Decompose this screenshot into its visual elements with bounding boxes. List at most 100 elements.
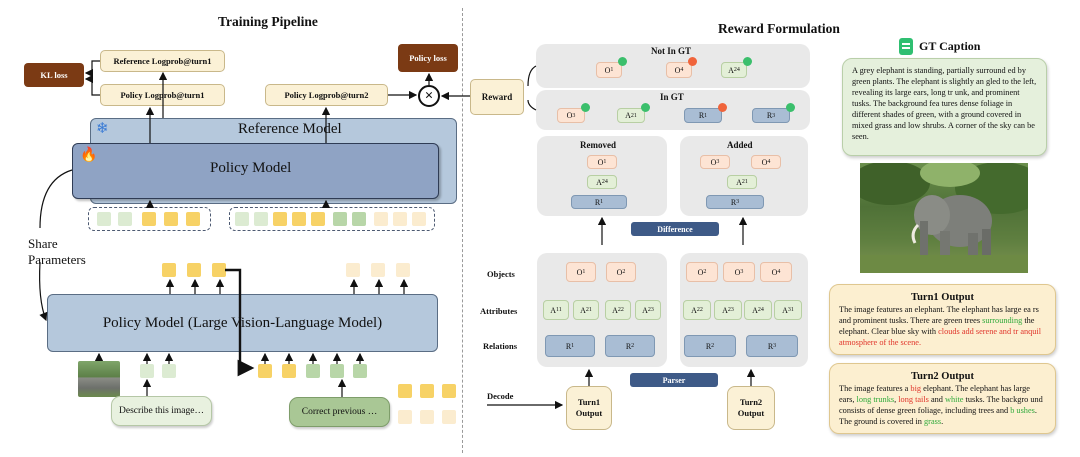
- chip-subscript: 3: [736, 199, 740, 205]
- chip-letter: A: [722, 305, 728, 315]
- token: [282, 364, 296, 378]
- elephant-thumbnail: [78, 361, 120, 397]
- chip-subscript: 2: [703, 269, 707, 275]
- token: [273, 212, 287, 226]
- token: [254, 212, 268, 226]
- removed-label: Removed: [580, 140, 616, 150]
- parser-box: Parser: [630, 373, 718, 387]
- turn1-output-card: Turn1 Output The image features an eleph…: [829, 284, 1056, 355]
- chip-subscript: 3: [572, 112, 576, 119]
- chip-subscript: 21: [630, 112, 637, 119]
- row-label-attributes: Attributes: [480, 306, 518, 316]
- chip-letter: A: [782, 305, 788, 315]
- chip-letter: A: [625, 111, 631, 120]
- chip-letter: O: [710, 157, 717, 167]
- reward-box: Reward: [470, 79, 524, 115]
- turn1-text: the elephant. Clear blue sky with: [839, 316, 1035, 336]
- policy-model-label: Policy Model: [210, 160, 292, 176]
- token: [164, 212, 178, 226]
- difference-box: Difference: [631, 222, 719, 236]
- reference-model-label: Reference Model: [238, 121, 342, 137]
- token: [396, 263, 410, 277]
- chip-letter: R: [766, 111, 773, 120]
- kl-loss-box: KL loss: [24, 63, 84, 87]
- chip-letter: R: [730, 197, 737, 207]
- chip-letter: O: [616, 267, 623, 277]
- chip-subscript: 2: [711, 343, 715, 349]
- chip-letter: R: [705, 341, 712, 351]
- chip-subscript: 1: [704, 112, 708, 119]
- chip-subscript: 21: [585, 307, 592, 313]
- token: [346, 263, 360, 277]
- sad-face-icon: [718, 103, 727, 112]
- token: [420, 410, 434, 424]
- token: [353, 364, 367, 378]
- added-label: Added: [727, 140, 753, 150]
- chip-letter: A: [550, 305, 556, 315]
- chip-subscript: 4: [680, 67, 684, 73]
- token: [442, 410, 456, 424]
- chip-subscript: 21: [741, 179, 748, 185]
- turn2-highlight: white: [945, 395, 964, 404]
- gt-caption-icon: [899, 38, 913, 55]
- chip-subscript: 3: [772, 112, 776, 119]
- chip-letter: O: [771, 267, 778, 277]
- policy-logprob-turn2-box: Policy Logprob@turn2: [265, 84, 388, 106]
- chip-subscript: 2: [622, 269, 626, 275]
- chip-subscript: 24: [733, 67, 740, 73]
- token: [162, 263, 176, 277]
- token: [97, 212, 111, 226]
- chip-subscript: 24: [757, 307, 764, 313]
- policy-loss-box: Policy loss: [398, 44, 458, 72]
- chip-letter: A: [728, 65, 734, 75]
- policy-model-box: [72, 143, 439, 199]
- reference-logprob-box: Reference Logprob@turn1: [100, 50, 225, 72]
- token: [118, 212, 132, 226]
- chip-subscript: 4: [767, 159, 771, 165]
- gt-caption-text: A grey elephant is standing, partially s…: [852, 66, 1037, 141]
- token: [292, 212, 306, 226]
- happy-face-icon: [641, 103, 650, 112]
- elephant-photo: [860, 163, 1028, 273]
- chip-letter: A: [612, 305, 618, 315]
- chip-letter: R: [625, 341, 632, 351]
- happy-face-icon: [618, 57, 627, 66]
- chip-letter: R: [698, 111, 705, 120]
- decode-label: Decode: [487, 391, 514, 401]
- chip-letter: O: [697, 267, 704, 277]
- token: [187, 263, 201, 277]
- turn1-highlight: clouds add serene and tr anquil atmosphe…: [839, 327, 1042, 347]
- happy-face-icon: [786, 103, 795, 112]
- turn2-text: elephant. The elephant has large ears,: [839, 384, 1030, 404]
- in-gt-label: In GT: [660, 92, 684, 102]
- gt-caption-icon-lines: [902, 43, 910, 45]
- training-pipeline-title: Training Pipeline: [218, 14, 318, 29]
- token: [212, 263, 226, 277]
- turn2-highlight: grass: [924, 417, 942, 426]
- token: [311, 212, 325, 226]
- turn1-output-box: Turn1 Output: [566, 386, 612, 430]
- token: [442, 384, 456, 398]
- token: [235, 212, 249, 226]
- token: [333, 212, 347, 226]
- token: [398, 384, 412, 398]
- chip-letter: O: [597, 157, 604, 167]
